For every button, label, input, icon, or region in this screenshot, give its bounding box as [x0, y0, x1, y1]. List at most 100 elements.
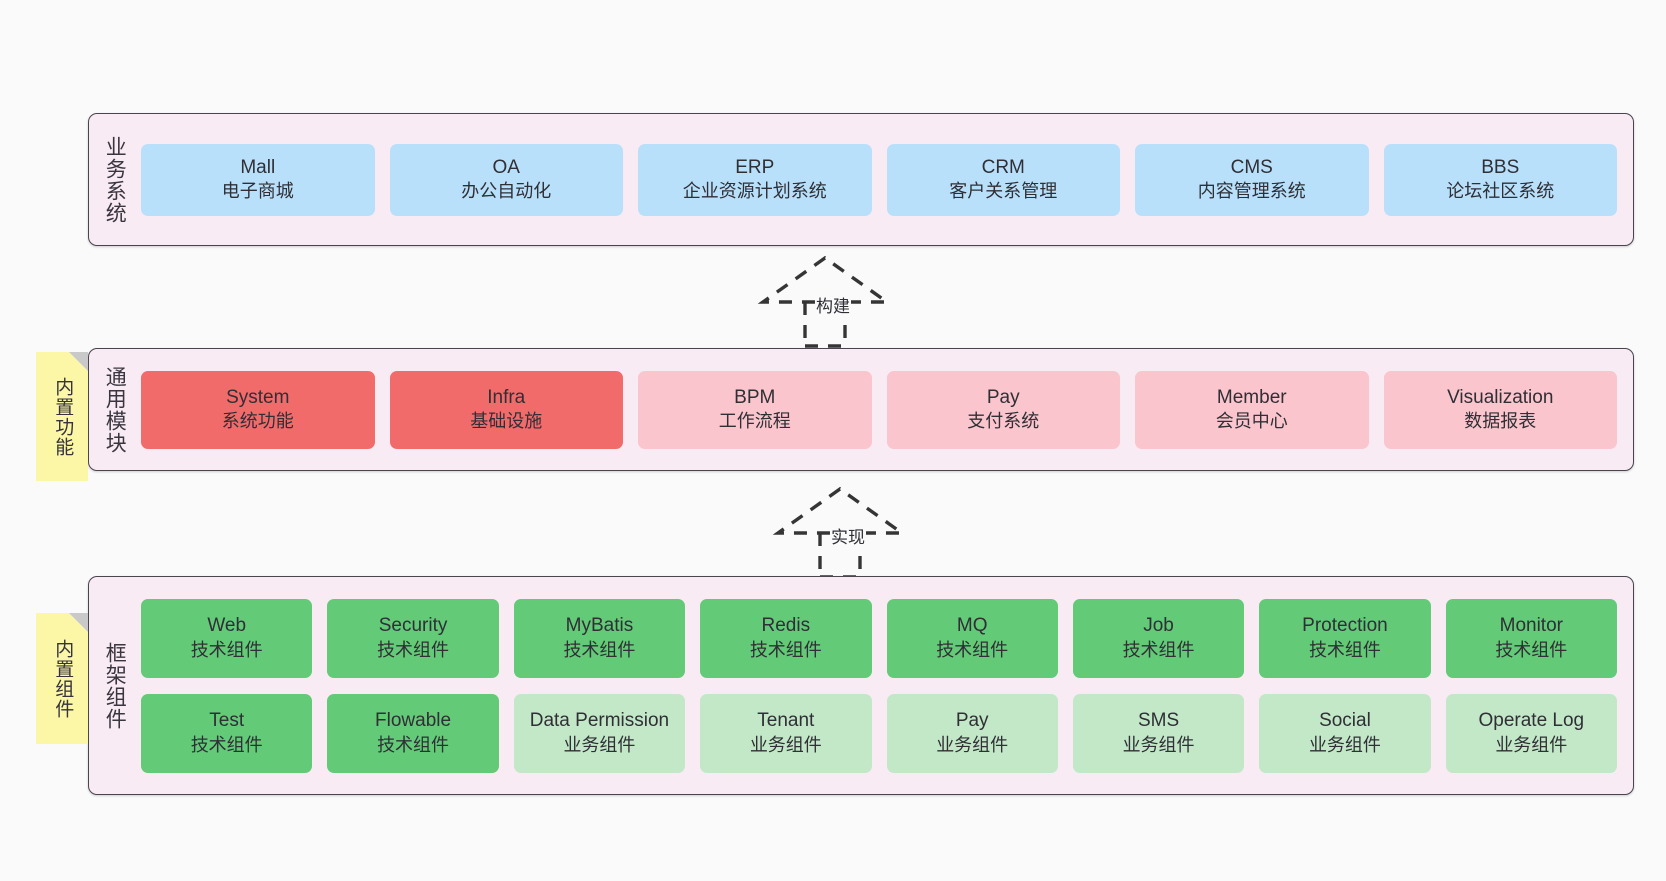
node-subtitle: 支付系统	[967, 411, 1040, 432]
node-title: Pay	[955, 710, 989, 732]
node-mall[interactable]: Mall 电子商城	[141, 143, 375, 216]
connector-realize: 实现	[750, 483, 930, 579]
node-subtitle: 技术组件	[190, 734, 263, 755]
node-subtitle: 办公自动化	[461, 181, 552, 202]
node-system[interactable]: System 系统功能	[141, 370, 375, 449]
node-title: Monitor	[1499, 615, 1563, 637]
node-web[interactable]: Web 技术组件	[141, 598, 313, 678]
layer-framework-component: 框架组件 Web 技术组件 Security 技术组件 MyBatis 技术组件…	[88, 576, 1634, 795]
connector-label-build: 构建	[815, 296, 851, 317]
layer-body-framework-component: Web 技术组件 Security 技术组件 MyBatis 技术组件 Redi…	[133, 577, 1633, 794]
node-title: Data Permission	[529, 710, 670, 732]
node-title: Infra	[487, 386, 526, 408]
node-title: MQ	[956, 615, 988, 637]
node-protection[interactable]: Protection 技术组件	[1259, 598, 1431, 678]
note-text: 内置功能	[52, 376, 74, 457]
node-subtitle: 论坛社区系统	[1446, 181, 1555, 202]
node-title: Tenant	[757, 710, 815, 732]
node-title: Visualization	[1447, 386, 1554, 408]
node-subtitle: 电子商城	[221, 181, 294, 202]
node-subtitle: 业务组件	[1122, 734, 1195, 755]
node-mq[interactable]: MQ 技术组件	[886, 598, 1058, 678]
node-title: CRM	[981, 156, 1025, 178]
node-subtitle: 业务组件	[563, 734, 636, 755]
node-subtitle: 业务组件	[1308, 734, 1381, 755]
node-title: Flowable	[375, 710, 452, 732]
node-subtitle: 基础设施	[470, 411, 543, 432]
node-subtitle: 业务组件	[936, 734, 1009, 755]
node-sms[interactable]: SMS 业务组件	[1072, 693, 1245, 773]
node-title: BPM	[734, 386, 776, 408]
node-subtitle: 数据报表	[1464, 411, 1537, 432]
layer-title-business-system: 业务系统	[103, 135, 127, 224]
node-mybatis[interactable]: MyBatis 技术组件	[513, 598, 686, 678]
node-title: BBS	[1481, 156, 1520, 178]
node-title: Mall	[240, 156, 276, 178]
node-subtitle: 内容管理系统	[1197, 181, 1306, 202]
node-member[interactable]: Member 会员中心	[1135, 370, 1369, 449]
layer-title-framework-component: 框架组件	[103, 641, 127, 730]
node-title: Redis	[761, 615, 811, 637]
node-erp[interactable]: ERP 企业资源计划系统	[638, 143, 872, 216]
node-test[interactable]: Test 技术组件	[141, 693, 313, 773]
node-bpm[interactable]: BPM 工作流程	[638, 370, 872, 449]
node-flowable[interactable]: Flowable 技术组件	[327, 693, 499, 773]
node-tenant[interactable]: Tenant 业务组件	[700, 693, 872, 773]
node-subtitle: 系统功能	[221, 411, 294, 432]
node-security[interactable]: Security 技术组件	[327, 598, 499, 678]
node-subtitle: 会员中心	[1215, 411, 1288, 432]
row: Web 技术组件 Security 技术组件 MyBatis 技术组件 Redi…	[141, 598, 1617, 678]
node-infra[interactable]: Infra 基础设施	[389, 370, 623, 449]
node-visualization[interactable]: Visualization 数据报表	[1383, 370, 1617, 449]
node-title: Protection	[1302, 615, 1388, 637]
node-pay-business[interactable]: Pay 业务组件	[886, 693, 1058, 773]
node-subtitle: 业务组件	[1495, 734, 1568, 755]
note-builtin-function: 内置功能	[36, 352, 88, 481]
layer-body-business-system: Mall 电子商城 OA 办公自动化 ERP 企业资源计划系统 CRM 客户关系…	[133, 114, 1633, 245]
note-text: 内置组件	[52, 638, 74, 719]
node-title: Web	[207, 615, 247, 637]
node-subtitle: 业务组件	[749, 734, 822, 755]
node-subtitle: 技术组件	[1308, 639, 1381, 660]
node-title: Test	[209, 710, 245, 732]
node-title: Security	[378, 615, 448, 637]
node-title: MyBatis	[565, 615, 634, 637]
row: Mall 电子商城 OA 办公自动化 ERP 企业资源计划系统 CRM 客户关系…	[141, 143, 1617, 216]
node-title: Social	[1319, 710, 1371, 732]
node-subtitle: 技术组件	[377, 639, 450, 660]
node-subtitle: 技术组件	[1122, 639, 1195, 660]
node-subtitle: 技术组件	[190, 639, 263, 660]
node-title: Operate Log	[1478, 710, 1585, 732]
node-subtitle: 技术组件	[1495, 639, 1568, 660]
node-title: ERP	[735, 156, 775, 178]
node-operate-log[interactable]: Operate Log 业务组件	[1445, 693, 1617, 773]
connector-build: 构建	[735, 252, 915, 348]
node-bbs[interactable]: BBS 论坛社区系统	[1383, 143, 1617, 216]
node-redis[interactable]: Redis 技术组件	[700, 598, 872, 678]
node-subtitle: 工作流程	[718, 411, 791, 432]
node-cms[interactable]: CMS 内容管理系统	[1135, 143, 1369, 216]
node-title: SMS	[1137, 710, 1180, 732]
node-subtitle: 技术组件	[563, 639, 636, 660]
node-social[interactable]: Social 业务组件	[1259, 693, 1431, 773]
layer-title-common-module: 通用模块	[103, 365, 127, 454]
row: System 系统功能 Infra 基础设施 BPM 工作流程 Pay 支付系统…	[141, 370, 1617, 449]
node-job[interactable]: Job 技术组件	[1072, 598, 1245, 678]
layer-body-common-module: System 系统功能 Infra 基础设施 BPM 工作流程 Pay 支付系统…	[133, 349, 1633, 470]
row: Test 技术组件 Flowable 技术组件 Data Permission …	[141, 693, 1617, 773]
connector-label-realize: 实现	[830, 527, 866, 548]
node-data-permission[interactable]: Data Permission 业务组件	[513, 693, 686, 773]
node-title: Member	[1216, 386, 1287, 408]
node-monitor[interactable]: Monitor 技术组件	[1445, 598, 1617, 678]
node-subtitle: 技术组件	[936, 639, 1009, 660]
node-crm[interactable]: CRM 客户关系管理	[886, 143, 1120, 216]
node-title: CMS	[1230, 156, 1273, 178]
layer-business-system: 业务系统 Mall 电子商城 OA 办公自动化 ERP 企业资源计划系统 CRM…	[88, 113, 1634, 246]
node-title: OA	[492, 156, 520, 178]
node-pay[interactable]: Pay 支付系统	[886, 370, 1120, 449]
node-oa[interactable]: OA 办公自动化	[389, 143, 623, 216]
node-subtitle: 企业资源计划系统	[682, 181, 827, 202]
layer-common-module: 通用模块 System 系统功能 Infra 基础设施 BPM 工作流程 Pay…	[88, 348, 1634, 471]
node-title: Pay	[986, 386, 1020, 408]
